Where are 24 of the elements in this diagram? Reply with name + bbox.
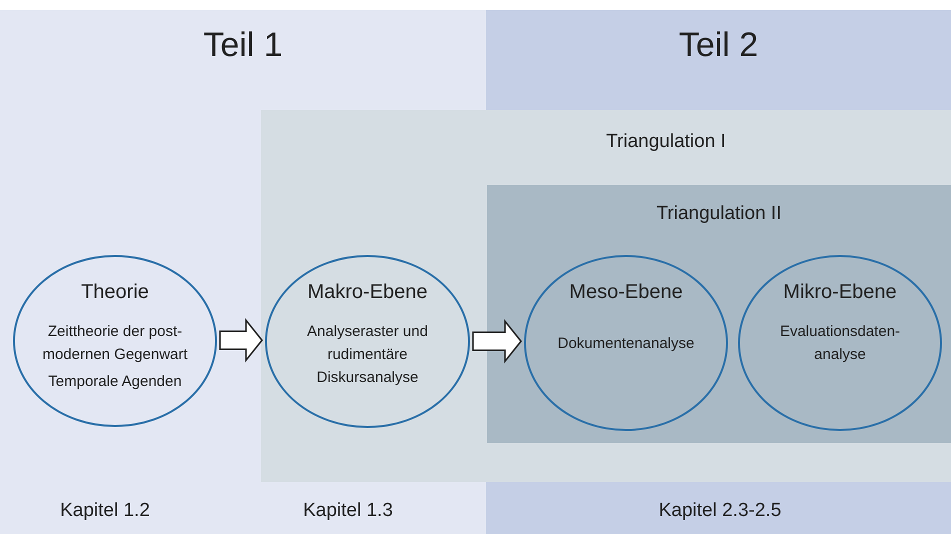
part-heading: Teil 2 [678, 26, 760, 65]
level-ellipse [738, 255, 942, 431]
chapter-label: Kapitel 1.3 [302, 500, 394, 522]
ellipse-text: Analyseraster und rudimentäre Diskursanalyse [306, 322, 429, 388]
ellipse-heading: Makro-Ebene [307, 281, 428, 304]
ellipse-heading: Theorie [81, 281, 149, 304]
level-ellipse [13, 255, 217, 427]
ellipse-text: Evaluationsdaten- analyse [778, 322, 902, 365]
ellipse-heading: Meso-Ebene [569, 281, 683, 304]
level-ellipse [524, 255, 728, 431]
triangulation-band [261, 110, 951, 482]
ellipse-text: Dokumentenanalyse [556, 334, 696, 354]
part-heading: Teil 1 [202, 26, 284, 65]
chapter-label: Kapitel 2.3-2.5 [658, 500, 782, 522]
level-ellipse [265, 255, 470, 428]
chapter-label: Kapitel 1.2 [59, 500, 151, 522]
ellipse-text: Zeittheorie der post- modernen Gegenwart [41, 322, 189, 365]
band-title: Triangulation I [605, 131, 727, 153]
block-arrow [219, 318, 264, 363]
block-arrow [472, 318, 522, 364]
ellipse-heading: Mikro-Ebene [783, 281, 897, 304]
ellipse-text: Temporale Agenden [47, 372, 183, 392]
triangulation-band [487, 185, 951, 443]
band-title: Triangulation II [656, 203, 782, 225]
